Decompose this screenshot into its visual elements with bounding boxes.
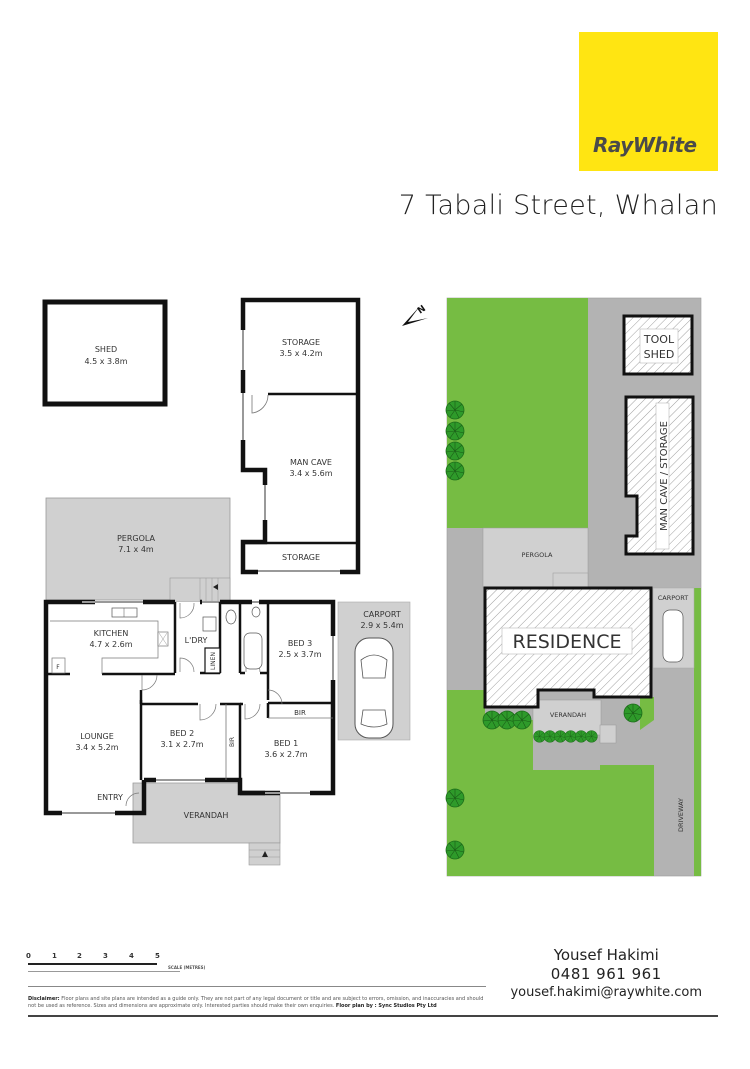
agent-contact: Yousef Hakimi 0481 961 961 yousef.hakimi… <box>510 946 702 1001</box>
bed2-size: 3.1 x 2.7m <box>160 740 203 749</box>
bed1-label: BED 1 <box>274 739 298 748</box>
lounge-label: LOUNGE <box>80 732 114 741</box>
shed-size: 4.5 x 3.8m <box>84 357 127 366</box>
fridge-label: F <box>56 664 60 671</box>
disclaimer: Disclaimer: Floor plans and site plans a… <box>28 996 488 1010</box>
agent-name: Yousef Hakimi <box>553 946 659 964</box>
lounge-size: 3.4 x 5.2m <box>75 743 118 752</box>
shed-room <box>42 299 168 407</box>
storage-label: STORAGE <box>282 338 320 347</box>
bed2-label: BED 2 <box>170 729 194 738</box>
bed1-size: 3.6 x 2.7m <box>264 750 307 759</box>
linen-label: LINEN <box>210 652 217 670</box>
floorplan-credit: Floor plan by : Sync Studios Pty Ltd <box>335 1003 437 1009</box>
floor-plan-drawing: SHED 4.5 x 3.8m STORAGE 3.5 x 4.2m MAN C… <box>42 297 702 877</box>
brand-name: RayWhite <box>593 133 697 157</box>
divider <box>28 986 486 987</box>
scale-label: SCALE (METRES) <box>168 965 206 970</box>
lawn-rear <box>447 298 588 528</box>
man-cave-label: MAN CAVE <box>290 458 332 467</box>
shed-label: SHED <box>95 345 117 354</box>
storage-size: 3.5 x 4.2m <box>279 349 322 358</box>
svg-text:RESIDENCE: RESIDENCE <box>513 631 622 653</box>
property-address: 7 Tabali Street, Whalan <box>398 190 718 221</box>
kitchen-label: KITCHEN <box>94 629 129 638</box>
north-compass-icon: N <box>402 304 428 326</box>
site-driveway-label: DRIVEWAY <box>677 798 685 832</box>
svg-text:TOOL: TOOL <box>643 333 675 346</box>
svg-text:MAN CAVE / STORAGE: MAN CAVE / STORAGE <box>659 421 670 531</box>
raywhite-logo: RayWhite <box>579 32 718 171</box>
disclaimer-text: Floor plans and site plans are intended … <box>28 996 484 1009</box>
site-car-icon <box>662 609 684 663</box>
bir-bed2-label: BIR <box>229 737 236 747</box>
scale-bar <box>28 963 157 965</box>
bed3-size: 2.5 x 3.7m <box>278 650 321 659</box>
site-verandah-label: VERANDAH <box>550 711 586 719</box>
pergola-area <box>45 497 231 601</box>
bir-bed1-label: BIR <box>294 709 306 717</box>
verandah-label: VERANDAH <box>184 811 229 820</box>
footer-divider <box>28 1015 718 1017</box>
agent-email[interactable]: yousef.hakimi@raywhite.com <box>510 985 702 1000</box>
storage-small-label: STORAGE <box>282 553 320 562</box>
pergola-size: 7.1 x 4m <box>118 545 154 554</box>
pergola-label: PERGOLA <box>117 534 156 543</box>
carport-size: 2.9 x 5.4m <box>360 621 403 630</box>
carport-label: CARPORT <box>363 610 401 619</box>
entry-label: ENTRY <box>97 793 123 802</box>
site-plan: PERGOLA CARPORT VERANDAH TOOL SHED MAN C… <box>445 297 702 877</box>
scale-ticks: 0 1 2 3 4 5 <box>26 952 160 960</box>
svg-text:N: N <box>416 304 428 317</box>
agent-phone[interactable]: 0481 961 961 <box>550 965 662 983</box>
disclaimer-label: Disclaimer: <box>28 996 60 1002</box>
laundry-label: L'DRY <box>185 636 208 645</box>
man-cave-size: 3.4 x 5.6m <box>289 469 332 478</box>
site-carport-label: CARPORT <box>658 594 689 602</box>
car-icon <box>354 637 394 739</box>
svg-text:SHED: SHED <box>644 348 675 361</box>
kitchen-size: 4.7 x 2.6m <box>89 640 132 649</box>
site-pergola-label: PERGOLA <box>522 551 553 559</box>
bed3-label: BED 3 <box>288 639 312 648</box>
scale-underline <box>28 971 180 972</box>
